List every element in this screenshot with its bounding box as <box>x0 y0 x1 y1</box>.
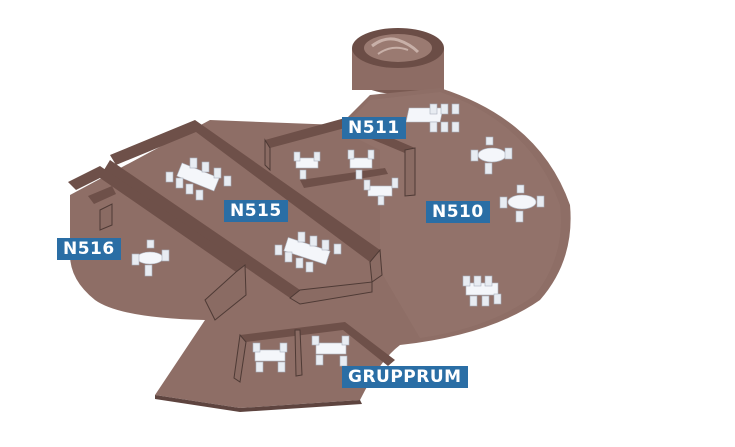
room-label-grupprum[interactable]: GRUPPRUM <box>342 366 468 388</box>
grupprum-walls <box>233 322 395 383</box>
room-label-n511[interactable]: N511 <box>342 117 406 139</box>
room-label-n515[interactable]: N515 <box>224 200 288 222</box>
room-label-n516[interactable]: N516 <box>57 238 121 260</box>
room-n516-walls <box>68 166 247 321</box>
furniture <box>131 103 545 373</box>
room-label-n510[interactable]: N510 <box>426 201 490 223</box>
room-n515-walls <box>104 120 383 305</box>
spiral-staircase <box>352 28 444 94</box>
